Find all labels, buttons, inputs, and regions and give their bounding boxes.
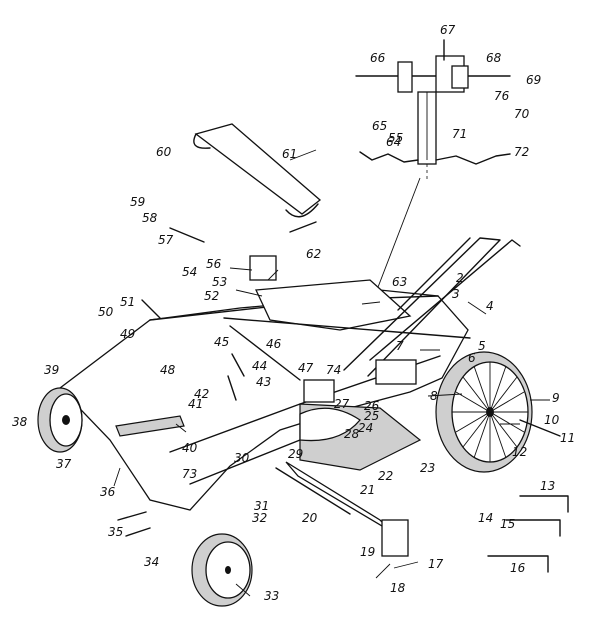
callout-46: 46 [266, 337, 282, 351]
callout-31: 31 [254, 499, 269, 513]
callout-62: 62 [306, 247, 321, 261]
callout-37: 37 [56, 457, 72, 471]
callout-32: 32 [252, 511, 267, 525]
callout-23: 23 [420, 461, 435, 475]
callout-8: 8 [430, 389, 438, 403]
callout-61: 61 [282, 147, 297, 161]
rear-left-wheel [37, 387, 83, 453]
callout-74: 74 [326, 363, 341, 377]
handle [343, 237, 521, 377]
callout-66: 66 [370, 51, 386, 65]
callout-24: 24 [358, 421, 373, 435]
callout-53: 53 [212, 275, 227, 289]
deck-rod [115, 415, 185, 437]
mower-deck [59, 279, 471, 511]
callout-29: 29 [288, 447, 303, 461]
callout-5: 5 [478, 339, 486, 353]
callout-15: 15 [500, 517, 515, 531]
callout-44: 44 [252, 359, 267, 373]
small-parts [117, 221, 417, 537]
callout-35: 35 [108, 525, 123, 539]
callout-13: 13 [540, 479, 555, 493]
callout-76: 76 [494, 89, 510, 103]
callout-70: 70 [514, 107, 530, 121]
callout-21: 21 [360, 483, 375, 497]
callout-42: 42 [194, 387, 209, 401]
callout-10: 10 [544, 413, 560, 427]
callout-14: 14 [478, 511, 493, 525]
callout-6: 6 [468, 351, 476, 365]
callout-28: 28 [344, 427, 360, 441]
callout-72: 72 [514, 145, 529, 159]
callout-47: 47 [298, 361, 314, 375]
callout-16: 16 [510, 561, 526, 575]
callout-73: 73 [182, 467, 197, 481]
callout-54: 54 [182, 265, 197, 279]
callout-4: 4 [486, 299, 494, 313]
callout-45: 45 [214, 335, 229, 349]
callout-69: 69 [526, 73, 541, 87]
callout-43: 43 [256, 375, 271, 389]
callout-20: 20 [302, 511, 318, 525]
callout-60: 60 [156, 145, 172, 159]
callout-55: 55 [388, 131, 403, 145]
callout-3: 3 [452, 287, 460, 301]
callout-59: 59 [130, 195, 145, 209]
callout-68: 68 [486, 51, 502, 65]
callout-27: 27 [334, 397, 350, 411]
callout-19: 19 [360, 545, 375, 559]
callout-39: 39 [44, 363, 59, 377]
callout-63: 63 [392, 275, 407, 289]
callout-2: 2 [456, 271, 464, 285]
detail-assembly [355, 39, 511, 180]
callout-17: 17 [428, 557, 444, 571]
rear-right-wheel [435, 351, 561, 473]
callout-7: 7 [396, 339, 404, 353]
callouts: 2 3 4 5 6 7 8 9 10 11 12 13 14 15 16 17 … [12, 23, 575, 603]
leader-lines [113, 149, 550, 597]
callout-67: 67 [440, 23, 456, 37]
callout-51: 51 [120, 295, 135, 309]
callout-26: 26 [364, 399, 380, 413]
callout-34: 34 [144, 555, 159, 569]
callout-33: 33 [264, 589, 279, 603]
callout-38: 38 [12, 415, 28, 429]
callout-9: 9 [552, 391, 560, 405]
callout-48: 48 [160, 363, 176, 377]
callout-30: 30 [234, 451, 250, 465]
callout-22: 22 [378, 469, 393, 483]
callout-25: 25 [364, 409, 379, 423]
callout-40: 40 [182, 441, 198, 455]
callout-11: 11 [560, 431, 575, 445]
drive-link [275, 461, 409, 557]
axle-bracket [487, 495, 569, 573]
callout-12: 12 [512, 445, 527, 459]
callout-36: 36 [100, 485, 116, 499]
callout-64: 64 [386, 135, 401, 149]
callout-41: 41 [188, 397, 203, 411]
bag-cover [193, 123, 322, 218]
callout-58: 58 [142, 211, 158, 225]
callout-49: 49 [120, 327, 135, 341]
callout-56: 56 [206, 257, 222, 271]
callout-50: 50 [98, 305, 114, 319]
callout-65: 65 [372, 119, 387, 133]
callout-71: 71 [452, 127, 467, 141]
callout-18: 18 [390, 581, 406, 595]
callout-52: 52 [204, 289, 219, 303]
front-left-wheel [191, 533, 253, 607]
callout-57: 57 [158, 233, 174, 247]
